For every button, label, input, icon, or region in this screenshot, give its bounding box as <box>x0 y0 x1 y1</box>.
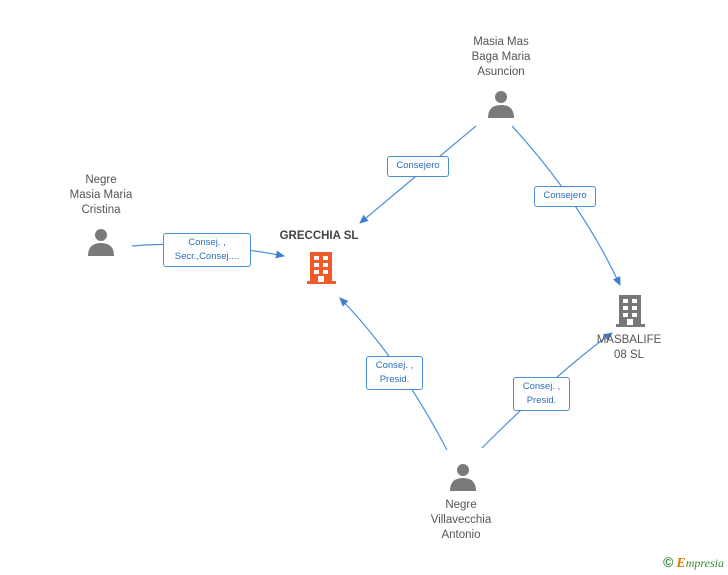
person-icon[interactable] <box>488 91 514 118</box>
edge-label-masia-mas-to-masbalife[interactable]: Consejero <box>534 186 596 207</box>
building-icon[interactable] <box>307 252 336 284</box>
person-label-negre-masia[interactable]: Negre Masia Maria Cristina <box>69 174 133 216</box>
company-label-grecchia[interactable]: GRECCHIA SL <box>279 230 359 242</box>
person-label-negre-villavecchia[interactable]: Negre Villavecchia Antonio <box>430 499 492 541</box>
brand-logo-letter: E <box>676 556 686 571</box>
copyright-icon: © <box>663 554 674 570</box>
person-icon[interactable] <box>88 229 114 256</box>
edge-label-villavecchia-to-grecchia[interactable]: Consej. , Presid. <box>366 356 423 390</box>
company-label-masbalife[interactable]: MASBALIFE 08 SL <box>596 334 662 361</box>
building-icon[interactable] <box>616 295 645 327</box>
edge-label-negre-masia-to-grecchia[interactable]: Consej. , Secr.,Consej.... <box>163 233 251 267</box>
person-icon[interactable] <box>450 464 476 491</box>
edge-label-masia-mas-to-grecchia[interactable]: Consejero <box>387 156 449 177</box>
person-label-masia-mas[interactable]: Masia Mas Baga Maria Asuncion <box>471 36 531 78</box>
edge-label-villavecchia-to-masbalife[interactable]: Consej. , Presid. <box>513 377 570 411</box>
brand-watermark: ©Empresia <box>663 554 724 572</box>
brand-logo-text: mpresia <box>685 556 724 570</box>
